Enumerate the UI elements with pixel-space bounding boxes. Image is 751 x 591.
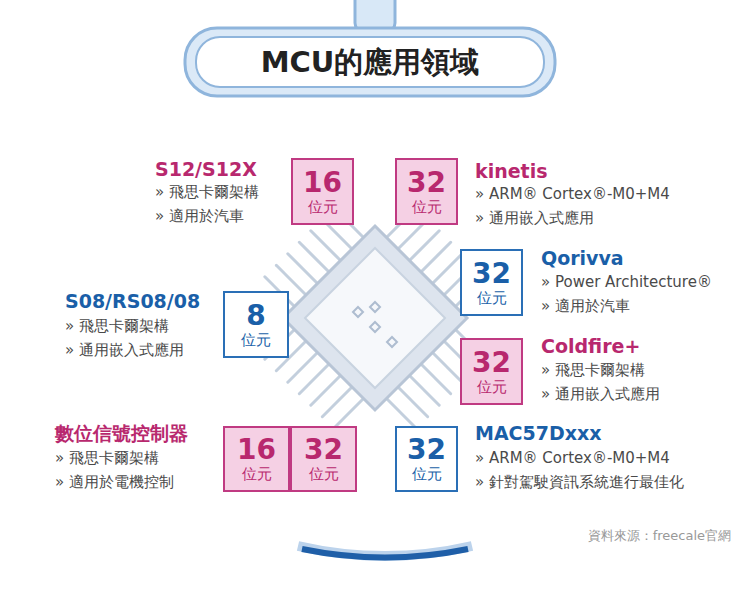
family-name: kinetis [475, 160, 547, 183]
chip-pin [311, 231, 341, 261]
bit-unit: 位元 [477, 290, 507, 307]
chip-pin [387, 399, 417, 429]
title-banner [185, 28, 555, 96]
chip-pin [410, 376, 440, 406]
title-banner-inner [196, 37, 544, 87]
bit-badge: 8位元 [223, 291, 289, 358]
family-name: S08/RS08/08 [65, 290, 200, 313]
bit-unit: 位元 [412, 199, 442, 216]
feature-bullet: » Power Architecture® [541, 273, 712, 291]
bit-number: 32 [304, 434, 343, 466]
chip-pin [433, 254, 463, 284]
bit-badge: 32位元 [460, 249, 523, 316]
feature-bullet: » ARM® Cortex®-M0+M4 [475, 185, 670, 203]
feature-bullet: » 飛思卡爾架構 [541, 361, 645, 379]
chip-pin [410, 231, 440, 261]
chip-pins [265, 208, 485, 428]
chip-pin [334, 399, 364, 429]
bit-number: 16 [303, 167, 342, 199]
feature-bullet: » 適用於電機控制 [55, 473, 174, 491]
bit-badge: 32位元 [395, 426, 458, 492]
chip-pin [421, 242, 451, 272]
chip-pin [311, 376, 341, 406]
family-name: S12/S12X [155, 158, 257, 181]
bit-number: 32 [472, 347, 511, 379]
bit-unit: 位元 [242, 466, 272, 483]
bit-number: 8 [246, 300, 265, 332]
chip-body [283, 226, 467, 410]
chip-pin [288, 254, 318, 284]
base-arc [302, 549, 468, 558]
chip-pin [322, 387, 352, 417]
feature-bullet: » 通用嵌入式應用 [65, 341, 184, 359]
chip-pin [421, 364, 451, 394]
bit-unit: 位元 [477, 379, 507, 396]
family-name: MAC57Dxxx [475, 422, 602, 445]
feature-bullet: » 飛思卡爾架構 [65, 317, 169, 335]
chip-pin [288, 353, 318, 383]
chip-pin [433, 353, 463, 383]
bit-unit: 位元 [308, 199, 338, 216]
family-name: Qorivva [541, 247, 624, 270]
chip-die [305, 248, 445, 388]
bit-unit: 位元 [309, 466, 339, 483]
chip-pin [299, 364, 329, 394]
title-text: MCU的應用領域 [196, 37, 544, 87]
bit-number: 16 [237, 434, 276, 466]
family-name: Coldfire+ [541, 335, 640, 358]
source-caption: 資料來源：freecale官網 [588, 528, 731, 544]
bit-badge: 32位元 [290, 426, 357, 492]
bit-number: 32 [472, 258, 511, 290]
bit-unit: 位元 [412, 466, 442, 483]
chip-pin [398, 387, 428, 417]
bit-number: 32 [407, 434, 446, 466]
chip-marks [353, 302, 397, 347]
bit-number: 32 [407, 167, 446, 199]
feature-bullet: » 飛思卡爾架構 [155, 183, 259, 201]
bit-unit: 位元 [241, 332, 271, 349]
bit-badge: 16位元 [223, 426, 290, 492]
feature-bullet: » 適用於汽車 [155, 207, 244, 225]
bit-badge: 16位元 [291, 158, 354, 225]
feature-bullet: » 針對駕駛資訊系統進行最佳化 [475, 473, 684, 491]
bit-badge: 32位元 [460, 338, 523, 405]
chip-pin [299, 242, 329, 272]
feature-bullet: » ARM® Cortex®-M0+M4 [475, 449, 670, 467]
feature-bullet: » 通用嵌入式應用 [541, 385, 660, 403]
feature-bullet: » 飛思卡爾架構 [55, 449, 159, 467]
family-name: 數位信號控制器 [55, 422, 188, 445]
feature-bullet: » 通用嵌入式應用 [475, 209, 594, 227]
feature-bullet: » 適用於汽車 [541, 297, 630, 315]
bit-badge: 32位元 [395, 158, 458, 225]
